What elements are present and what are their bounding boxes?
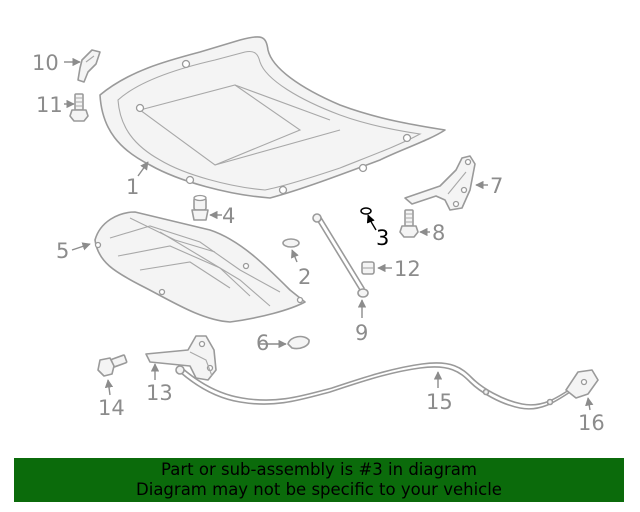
bracket-part-10 (77, 49, 101, 83)
cap-part-6 (287, 335, 310, 350)
release-cable-part-15 (175, 362, 573, 410)
callout-4: 4 (222, 204, 235, 228)
callout-1: 1 (126, 175, 139, 199)
clip-part-12 (361, 261, 375, 275)
callout-2: 2 (298, 265, 311, 289)
callout-14: 14 (98, 396, 125, 420)
banner-line-disclaimer: Diagram may not be specific to your vehi… (136, 480, 502, 499)
bolt-part-14 (97, 354, 128, 377)
seal-part-3 (360, 207, 372, 215)
grommet-part-2 (282, 238, 300, 248)
callout-11: 11 (36, 93, 63, 117)
bolt-part-11 (69, 93, 89, 122)
callout-10: 10 (32, 51, 59, 75)
support-rod-part-9 (312, 213, 369, 298)
callout-12: 12 (394, 257, 421, 281)
callout-16: 16 (578, 411, 605, 435)
bolt-part-8 (399, 209, 419, 238)
hood-panel-part (99, 36, 446, 199)
callout-9: 9 (355, 321, 368, 345)
hinge-part-7 (404, 155, 476, 211)
leader-lines (64, 57, 594, 411)
hood-lock-part-13 (145, 335, 217, 381)
callout-3: 3 (376, 226, 389, 250)
callout-6: 6 (256, 331, 269, 355)
cushion-part-4 (191, 194, 209, 221)
callout-13: 13 (146, 381, 173, 405)
banner-line-part-number: Part or sub-assembly is #3 in diagram (161, 460, 477, 479)
callout-5: 5 (56, 239, 69, 263)
info-banner: Part or sub-assembly is #3 in diagram Di… (14, 458, 624, 502)
callout-8: 8 (432, 221, 445, 245)
release-lever-part-16 (565, 369, 599, 399)
callout-15: 15 (426, 390, 453, 414)
callout-7: 7 (490, 174, 503, 198)
insulator-part-5 (94, 211, 306, 323)
